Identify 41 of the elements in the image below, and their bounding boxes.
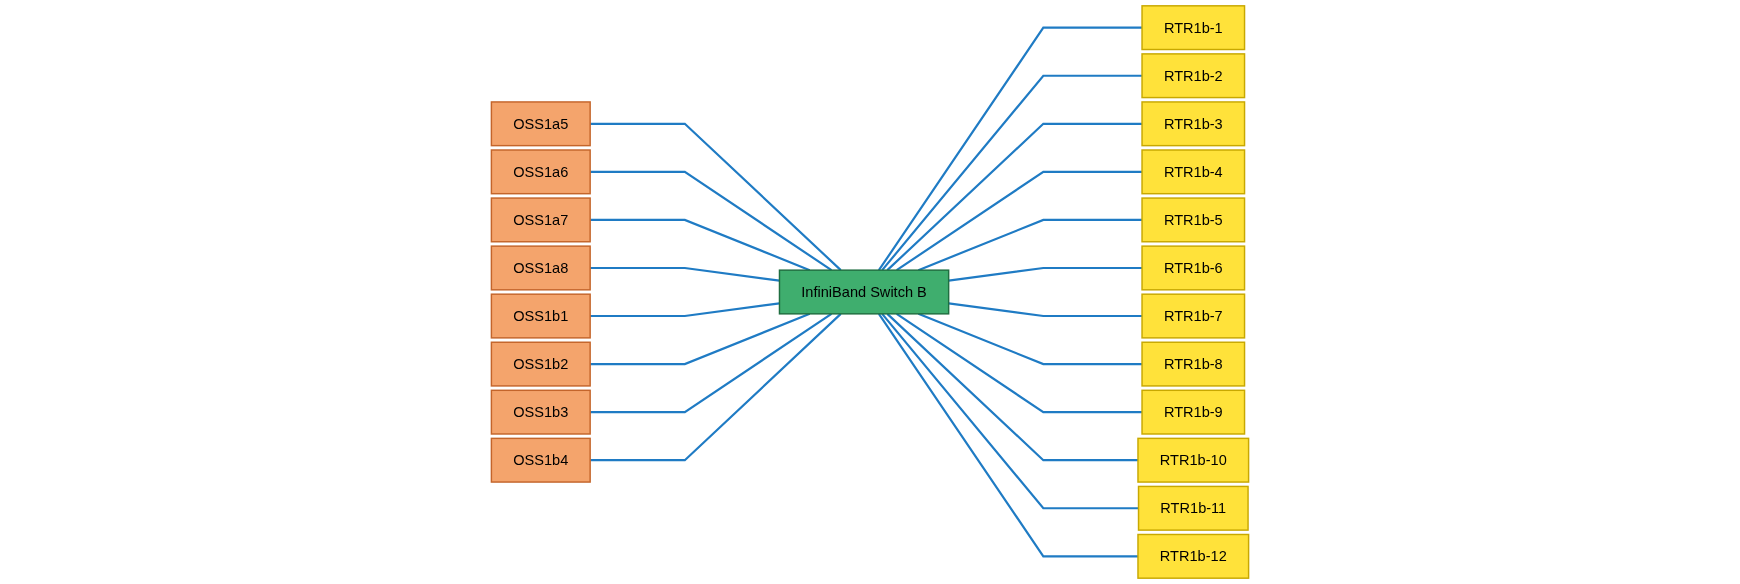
node-box: RTR1b-7	[1141, 293, 1246, 339]
connector	[590, 312, 833, 414]
connector	[590, 122, 842, 271]
connector	[590, 312, 811, 366]
node-box: RTR1b-1	[1141, 5, 1246, 51]
connector	[918, 312, 1143, 366]
connector	[896, 170, 1143, 272]
connector	[590, 302, 780, 318]
node-box: RTR1b-4	[1141, 149, 1246, 195]
connector	[896, 312, 1143, 414]
node-box: OSS1b4	[490, 437, 591, 483]
node-box: RTR1b-6	[1141, 245, 1246, 291]
connector	[877, 313, 1138, 558]
connector	[881, 313, 1139, 510]
connector	[948, 302, 1143, 318]
node-box: OSS1b3	[490, 389, 591, 435]
node-box: RTR1b-8	[1141, 341, 1246, 387]
node-box: OSS1a7	[490, 197, 591, 243]
node-box: OSS1a5	[490, 101, 591, 147]
connector	[590, 266, 780, 282]
node-box: RTR1b-10	[1137, 437, 1250, 483]
node-box: RTR1b-9	[1141, 389, 1246, 435]
connector	[590, 313, 842, 462]
connector	[590, 218, 811, 272]
node-box: RTR1b-5	[1141, 197, 1246, 243]
node-box: OSS1b2	[490, 341, 591, 387]
connector	[886, 313, 1138, 462]
connector	[886, 122, 1143, 271]
connector	[590, 170, 833, 272]
connector	[948, 266, 1143, 282]
node-box: RTR1b-11	[1137, 485, 1249, 531]
node-box: OSS1b1	[490, 293, 591, 339]
node-box: OSS1a8	[490, 245, 591, 291]
node-box: OSS1a6	[490, 149, 591, 195]
node-box: RTR1b-12	[1137, 533, 1250, 579]
node-box: RTR1b-3	[1141, 101, 1246, 147]
connector	[918, 218, 1143, 272]
node-box: InfiniBand Switch B	[778, 269, 950, 315]
connector	[881, 74, 1143, 271]
node-box: RTR1b-2	[1141, 53, 1246, 99]
connector	[877, 26, 1143, 271]
